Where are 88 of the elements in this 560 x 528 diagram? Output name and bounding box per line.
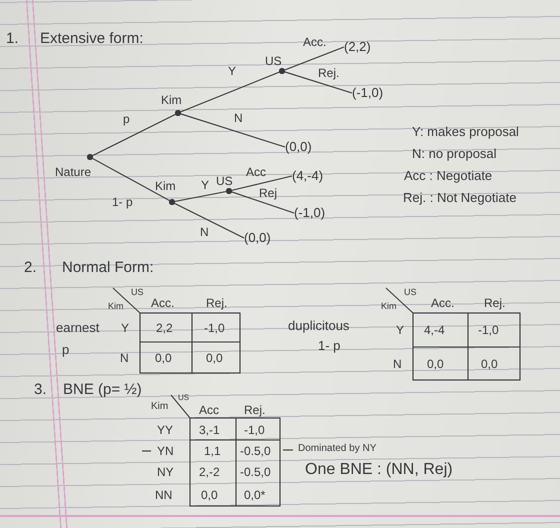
tree-branch	[174, 190, 226, 202]
branch-label: Rej	[259, 186, 278, 200]
action-label: Acc.	[151, 296, 174, 310]
strategy-label: Y	[121, 321, 130, 335]
section-heading: Extensive form:	[40, 30, 144, 48]
player-name: Kim	[161, 93, 182, 107]
strategy-label: YN	[157, 444, 174, 458]
tree-branch	[174, 202, 244, 238]
player-label: US	[131, 287, 144, 298]
tree-branch	[180, 113, 286, 148]
branch-label: Y	[228, 64, 236, 78]
section-number: 2.	[24, 259, 37, 277]
payoff-value: 0,0	[206, 351, 223, 365]
player-name: US	[216, 174, 233, 188]
branch-label: Acc.	[303, 35, 326, 49]
remark-note: Dominated by NY	[298, 443, 376, 455]
branch-label: N	[234, 111, 243, 125]
player-label: US	[404, 287, 417, 298]
player-label: US	[178, 393, 190, 403]
payoff-outcome: (0,0)	[244, 230, 271, 246]
strategy-label: N	[120, 351, 129, 365]
notation-note: Rej. : Not Negotiate	[403, 190, 516, 206]
payoff-value: 1,1	[204, 444, 221, 458]
payoff-outcome: (0,0)	[285, 139, 312, 155]
decision-node-dot	[175, 110, 181, 116]
payoff-value: 0,0*	[244, 488, 266, 502]
action-label: Acc	[199, 403, 220, 417]
payoff-value: -1,0	[478, 323, 499, 337]
payoff-value: -0.5,0	[240, 465, 271, 479]
type-label: earnest	[56, 320, 100, 336]
payoff-value: 2,-2	[199, 465, 220, 479]
notation-note: N: no proposal	[412, 146, 497, 162]
conclusion-note: One BNE : (NN, Rej)	[305, 460, 453, 479]
section-number: 3.	[34, 381, 47, 399]
player-label: Kim	[108, 301, 124, 312]
tree-branch	[284, 71, 352, 94]
payoff-outcome: (-1,0)	[352, 85, 384, 101]
action-label: Rej.	[206, 296, 228, 310]
tree-branch	[284, 46, 344, 71]
strategy-label: N	[393, 357, 402, 371]
action-label: Acc.	[431, 296, 454, 310]
payoff-value: 0,0	[481, 357, 498, 371]
payoff-outcome: (2,2)	[344, 39, 371, 55]
payoff-value: 4,-4	[424, 323, 445, 337]
branch-label: Rej.	[318, 66, 340, 80]
branch-label: Acc	[246, 165, 266, 179]
player-name: Nature	[55, 165, 92, 179]
payoff-value: 0,0	[155, 351, 172, 365]
payoff-value: -1,0	[204, 321, 225, 335]
player-name: Kim	[155, 179, 176, 193]
decision-node-dot	[87, 154, 93, 160]
section-heading: BNE (p= ½)	[63, 381, 142, 399]
tree-branch	[92, 114, 176, 156]
section-number: 1.	[6, 30, 19, 48]
player-name: US	[265, 54, 282, 68]
section-heading: Normal Form:	[62, 259, 154, 277]
tree-branch	[231, 175, 292, 191]
strategy-label: NY	[157, 465, 174, 479]
payoff-value: 0,0	[201, 488, 218, 502]
decision-node-dot	[279, 68, 285, 74]
player-label: Kim	[151, 401, 168, 413]
branch-label: 1- p	[112, 195, 133, 209]
tree-branch	[180, 71, 280, 113]
strategy-label: Y	[396, 323, 404, 337]
strategy-label: YY	[157, 423, 174, 437]
action-label: Rej.	[484, 296, 506, 310]
notation-note: Y: makes proposal	[412, 124, 519, 140]
payoff-value: -1,0	[244, 423, 265, 437]
type-label: p	[62, 342, 70, 358]
tree-branch	[92, 158, 170, 202]
strategy-label: NN	[155, 488, 172, 502]
branch-label: p	[123, 112, 130, 126]
decision-node-dot	[226, 188, 232, 194]
payoff-value: -0.5,0	[240, 444, 271, 458]
player-label: Kim	[381, 301, 396, 312]
payoff-value: 3,-1	[199, 423, 220, 437]
type-label: 1- p	[318, 338, 340, 354]
payoff-outcome: (4,-4)	[292, 168, 324, 184]
notation-note: Acc : Negotiate	[404, 168, 492, 184]
payoff-value: 2,2	[156, 321, 173, 335]
branch-label: N	[200, 225, 209, 239]
type-label: duplicitous	[288, 318, 350, 334]
action-label: Rej.	[244, 403, 266, 417]
tree-branch	[231, 191, 294, 214]
payoff-value: 0,0	[427, 357, 444, 371]
decision-node-dot	[169, 199, 175, 205]
branch-label: Y	[201, 178, 210, 192]
payoff-outcome: (-1,0)	[294, 205, 326, 221]
